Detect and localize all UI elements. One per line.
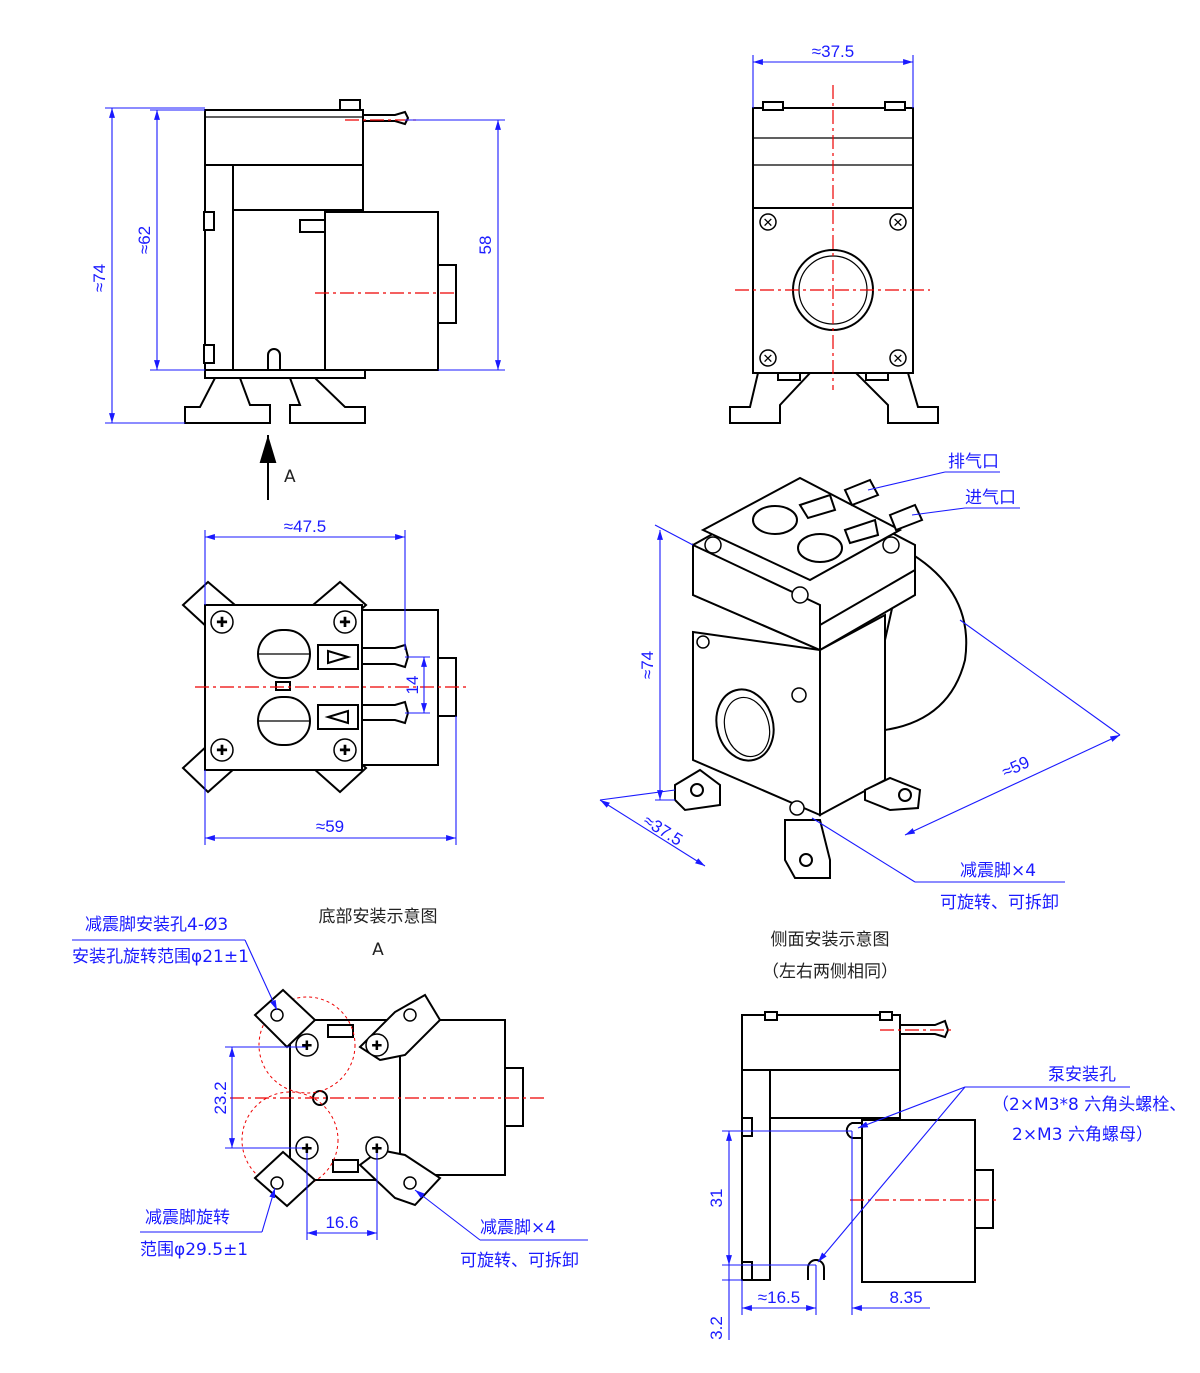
bottom-view (230, 988, 545, 1208)
dim-bottom-h: 16.6 (325, 1213, 358, 1232)
label-feet-iso-1: 减震脚×4 (960, 861, 1036, 881)
bottom-title: 底部安装示意图 (319, 907, 438, 927)
svg-text:✚: ✚ (339, 743, 351, 759)
dim-side-width: ≈37.5 (812, 42, 854, 61)
top-screws: ✚ ✚ ✚ ✚ (210, 610, 357, 762)
svg-text:✚: ✚ (302, 1142, 313, 1157)
label-exhaust: 排气口 (948, 452, 999, 472)
label-pump-hole-1: 泵安装孔 (1048, 1065, 1116, 1085)
svg-text:✚: ✚ (302, 1039, 313, 1054)
svg-text:✚: ✚ (372, 1142, 383, 1157)
arrow-a-label: A (284, 467, 296, 487)
svg-text:✕: ✕ (763, 216, 774, 231)
dim-side2-offset: 3.2 (707, 1316, 726, 1340)
bottom-titles: 底部安装示意图 A (319, 907, 438, 960)
svg-text:✚: ✚ (216, 743, 228, 759)
dim-iso-width: ≈37.5 (640, 811, 686, 850)
top-view (181, 580, 470, 794)
dim-front-body: ≈62 (135, 226, 154, 254)
dim-iso-length: ≈59 (999, 752, 1033, 781)
dim-side2-height: 31 (707, 1189, 726, 1208)
label-feet-bottom-2: 可旋转、可拆卸 (460, 1251, 579, 1271)
side-title: 侧面安装示意图 (771, 930, 890, 950)
label-feet-iso-2: 可旋转、可拆卸 (940, 893, 1059, 913)
svg-text:✚: ✚ (339, 615, 351, 631)
dim-iso-height: ≈74 (638, 651, 657, 679)
top-dims: ≈47.5 ≈59 14 (204, 517, 457, 845)
dim-front-motor: 58 (476, 236, 495, 255)
dim-bottom-v: 23.2 (211, 1081, 230, 1114)
screw-crosses: ✕ ✕ ✕ ✕ ✚ ✚ ✚ ✚ (302, 216, 904, 1157)
bottom-dims: 23.2 16.6 减震脚安装孔4-Ø3 安装孔旋转范围φ21±1 减震脚旋转 … (72, 915, 588, 1271)
label-foot-hole-2: 安装孔旋转范围φ21±1 (72, 947, 249, 967)
dim-side2-len2: 8.35 (889, 1288, 922, 1307)
svg-text:✚: ✚ (216, 615, 228, 631)
label-foot-rot-1: 减震脚旋转 (145, 1208, 230, 1228)
label-pump-hole-3: 2×M3 六角螺母） (1012, 1125, 1153, 1145)
svg-text:✕: ✕ (893, 216, 904, 231)
dim-side2-len1: ≈16.5 (758, 1288, 800, 1307)
dim-front-total: ≈74 (90, 264, 109, 292)
label-pump-hole-2: （2×M3*8 六角头螺栓、 (992, 1095, 1186, 1115)
front-dims: ≈74 ≈62 58 A (90, 107, 505, 500)
side-view (729, 85, 939, 424)
side-mount-view (741, 1011, 1000, 1283)
side-dims: ≈37.5 (752, 42, 914, 108)
bottom-title-sub: A (372, 940, 384, 960)
iso-view (674, 476, 968, 879)
dim-top-ports: 14 (403, 676, 422, 695)
label-foot-rot-2: 范围φ29.5±1 (140, 1240, 248, 1260)
side-title-sub: （左右两侧相同） (762, 962, 898, 982)
label-foot-hole-1: 减震脚安装孔4-Ø3 (85, 915, 228, 935)
svg-text:✕: ✕ (893, 352, 904, 367)
front-view (184, 99, 458, 424)
svg-text:✕: ✕ (763, 352, 774, 367)
label-intake: 进气口 (965, 488, 1016, 508)
svg-text:✚: ✚ (372, 1039, 383, 1054)
side-mount-dims: 31 3.2 ≈16.5 8.35 泵安装孔 （2×M3*8 六角头螺栓、 2×… (707, 1065, 1186, 1340)
label-feet-bottom-1: 减震脚×4 (480, 1218, 556, 1238)
dim-top-length: ≈59 (316, 817, 344, 836)
side-mount-titles: 侧面安装示意图 （左右两侧相同） (762, 930, 898, 982)
dim-top-width: ≈47.5 (284, 517, 326, 536)
side-screws (759, 101, 907, 367)
